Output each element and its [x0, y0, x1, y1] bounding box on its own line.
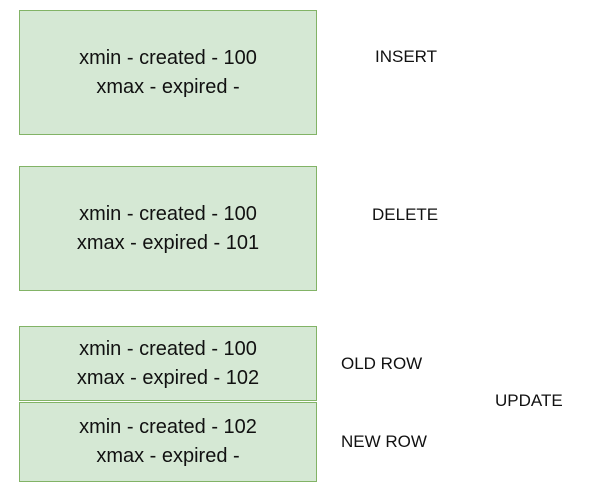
delete-xmin-text: xmin - created - 100 [79, 202, 257, 225]
update-old-xmin-text: xmin - created - 100 [79, 337, 257, 360]
delete-xmax-text: xmax - expired - 101 [76, 231, 260, 254]
delete-label: DELETE [372, 205, 439, 224]
new-row-label: NEW ROW [341, 432, 427, 451]
update-new-xmin-text: xmin - created - 102 [79, 416, 257, 438]
update-new-row-box: xmin - created - 102 xmax - expired - [19, 402, 317, 482]
update-new-xmax-text: xmax - expired - [96, 445, 240, 467]
old-row-label: OLD ROW [341, 354, 423, 373]
delete-row-box: xmin - created - 100 xmax - expired - 10… [19, 166, 317, 291]
update-label: UPDATE [495, 391, 563, 410]
update-old-xmax-text: xmax - expired - 102 [76, 366, 260, 389]
update-old-row-box: xmin - created - 100 xmax - expired - 10… [19, 326, 317, 401]
insert-row-box: xmin - created - 100 xmax - expired - [19, 10, 317, 135]
insert-label: INSERT [375, 47, 438, 66]
insert-xmax-text: xmax - expired - [96, 75, 240, 98]
insert-xmin-text: xmin - created - 100 [79, 46, 257, 69]
